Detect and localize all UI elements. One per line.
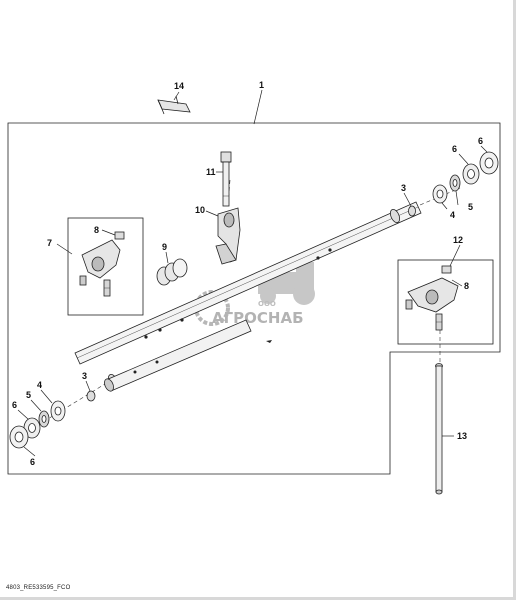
callout-4-left: 4 xyxy=(37,380,42,390)
assembly-boundary xyxy=(7,122,501,475)
watermark-tractor-icon xyxy=(258,262,315,305)
part-13-push-rod xyxy=(435,363,443,495)
part-7-rocker-box xyxy=(67,217,144,316)
callout-4-right: 4 xyxy=(450,210,455,220)
watermark-company: ООО xyxy=(258,300,276,308)
callout-6-right-outer: 6 xyxy=(478,136,483,146)
part-3-ring-left xyxy=(86,390,96,402)
callout-5-right: 5 xyxy=(468,202,473,212)
callout-6-left-upper: 6 xyxy=(12,400,17,410)
part-12-rocker-box xyxy=(397,259,494,345)
callout-10: 10 xyxy=(195,205,205,215)
callout-9: 9 xyxy=(162,242,167,252)
callout-labels: 14 1 11 10 9 8 7 3 6 6 5 4 12 8 3 4 5 6 … xyxy=(12,80,483,467)
callout-14: 14 xyxy=(174,81,184,91)
leader-lines xyxy=(17,89,488,457)
callout-12: 12 xyxy=(453,235,463,245)
callout-6-left-lower: 6 xyxy=(30,457,35,467)
rocker-shaft-lower xyxy=(104,319,252,392)
callout-13: 13 xyxy=(457,431,467,441)
callout-6-right-inner: 6 xyxy=(452,144,457,154)
drawing-id-caption: 4803_RE533595_FCO xyxy=(6,585,71,591)
left-end-washers xyxy=(9,400,66,449)
callout-8-right: 8 xyxy=(464,281,469,291)
callout-5-left: 5 xyxy=(26,390,31,400)
callout-3-left: 3 xyxy=(82,371,87,381)
callout-8-left: 8 xyxy=(94,225,99,235)
watermark: ООО АГРОСНАБ xyxy=(194,262,315,327)
callout-7: 7 xyxy=(47,238,52,248)
watermark-name: АГРОСНАБ xyxy=(212,309,304,327)
center-mark xyxy=(266,340,272,343)
rocker-shaft-upper xyxy=(74,201,422,388)
callout-11: 11 xyxy=(206,167,216,177)
callout-1: 1 xyxy=(259,80,264,90)
part-10-support xyxy=(215,207,241,265)
callout-3-right: 3 xyxy=(401,183,406,193)
part-11-bolt xyxy=(220,151,232,207)
right-end-washers xyxy=(432,151,499,204)
part-3-ring-right xyxy=(408,205,416,217)
part-9-spring xyxy=(156,258,188,286)
part-14-clip xyxy=(157,95,191,115)
